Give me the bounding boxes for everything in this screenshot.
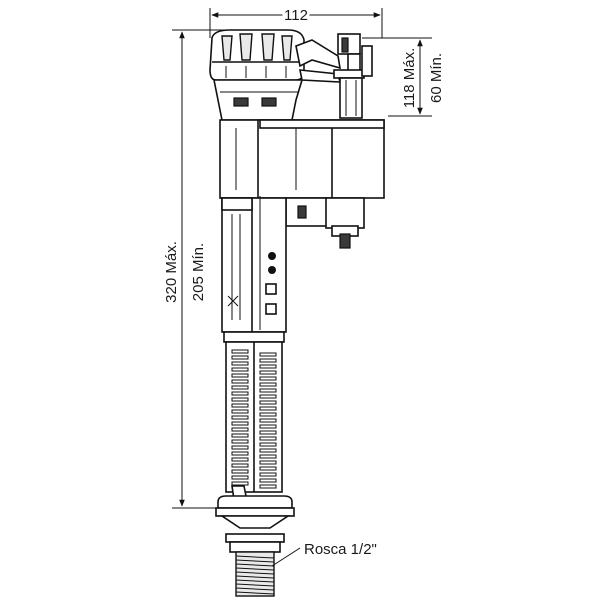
float-rod	[333, 33, 373, 119]
marking-dot-icon	[268, 252, 276, 260]
float-height-dimension: 118 Máx. 60 Mín.	[362, 37, 445, 117]
lever-arm	[295, 39, 342, 83]
base-flange	[215, 485, 295, 529]
thread-label: Rosca 1/2"	[304, 541, 377, 558]
marking-dot-icon	[268, 266, 276, 274]
width-label: 112	[284, 7, 308, 24]
upper-tube	[221, 196, 287, 333]
threaded-connector	[225, 533, 285, 597]
total-height-dimension: 320 Máx. 205 Mín.	[163, 29, 230, 509]
rib-pattern	[231, 349, 277, 489]
total-height-min-label: 205 Mín.	[190, 243, 207, 301]
float-height-max-label: 118 Máx.	[401, 48, 418, 109]
float-body	[219, 119, 385, 199]
float-height-min-label: 60 Mín.	[428, 53, 445, 103]
valve-head	[209, 29, 305, 121]
total-height-max-label: 320 Máx.	[163, 241, 180, 303]
float-lower	[285, 197, 365, 249]
thread-callout: Rosca 1/2"	[271, 541, 377, 567]
width-dimension: 112	[209, 4, 383, 38]
telescopic-tube	[225, 341, 283, 493]
coupling-ring	[223, 331, 285, 343]
thread-pattern	[235, 555, 275, 595]
